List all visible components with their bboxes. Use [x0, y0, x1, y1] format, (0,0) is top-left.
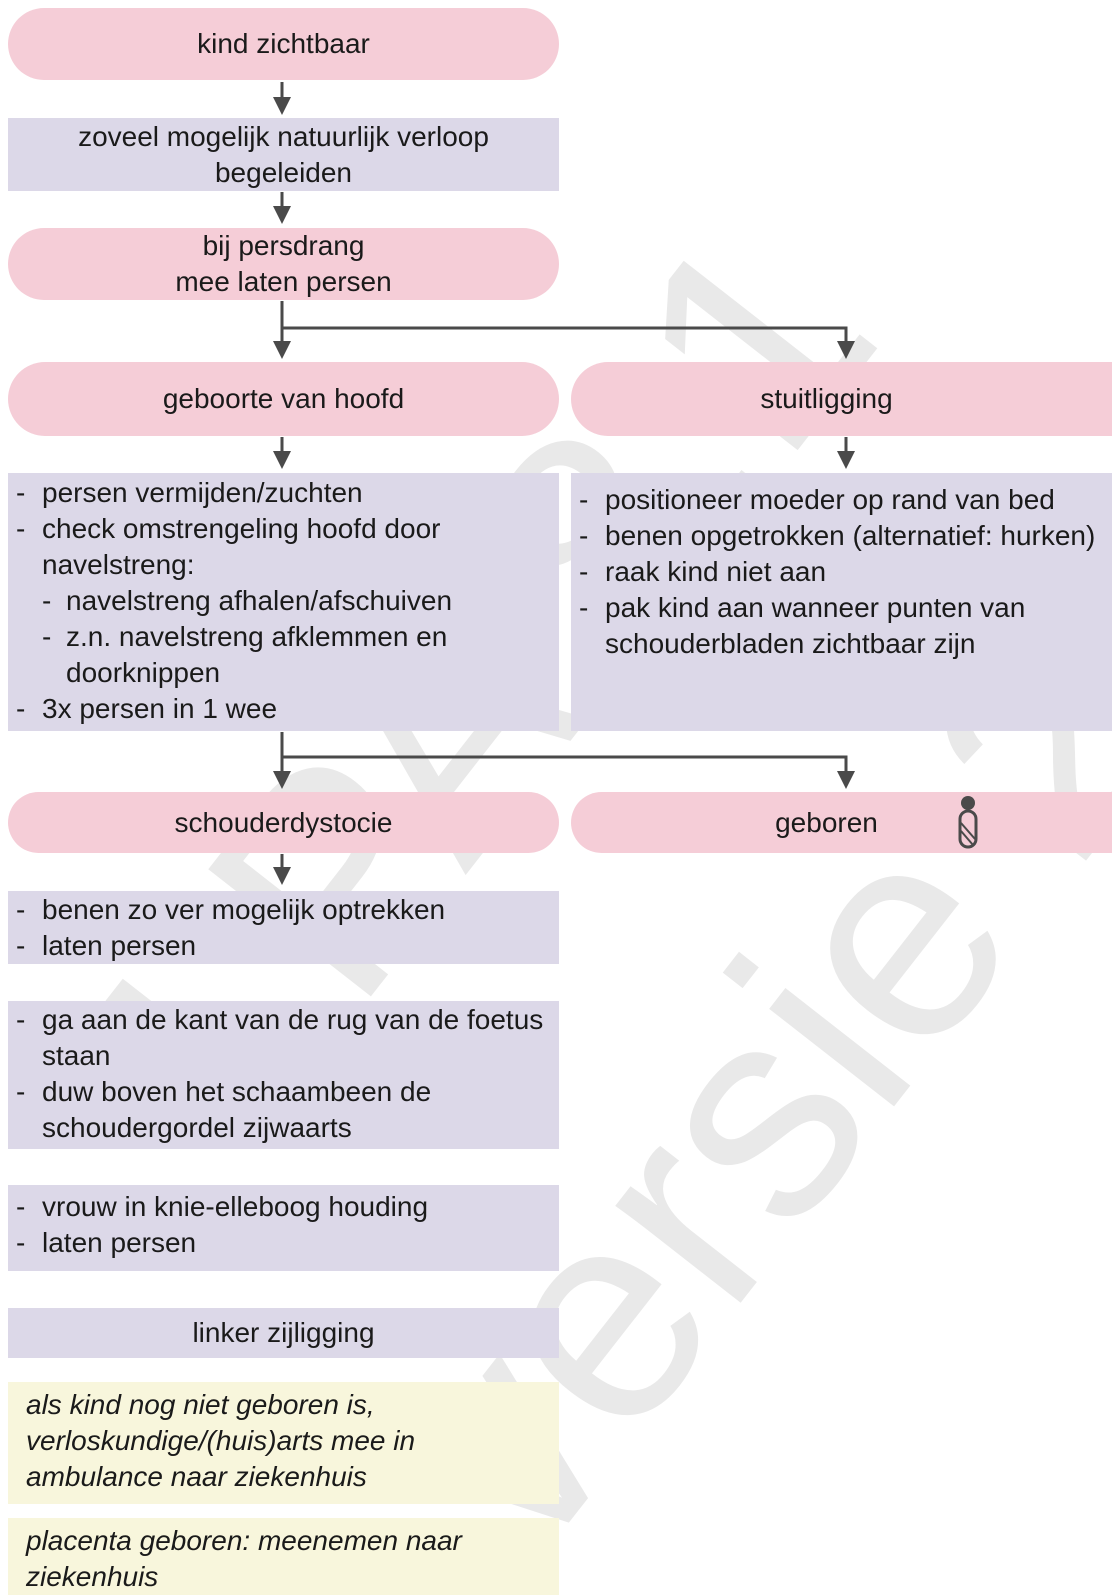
list-item: laten persen	[16, 1225, 559, 1261]
list-item: laten persen	[16, 928, 559, 964]
list-item: raak kind niet aan	[579, 554, 1112, 590]
list-item: positioneer moeder op rand van bed	[579, 482, 1112, 518]
stuit-actions: positioneer moeder op rand van bed benen…	[571, 473, 1112, 731]
list-item: persen vermijden/zuchten	[16, 475, 559, 511]
list-item: pak kind aan wanneer punten van schouder…	[579, 590, 1112, 662]
note-placenta: placenta geboren: meenemen naar ziekenhu…	[8, 1518, 559, 1595]
hoofd-actions: persen vermijden/zuchten check omstrenge…	[8, 473, 559, 731]
step-persdrang: bij persdrang mee laten persen	[8, 228, 559, 300]
arrow-4	[282, 326, 855, 359]
step-stuitligging: stuitligging	[571, 362, 1112, 436]
list-item: vrouw in knie-elleboog houding	[16, 1189, 559, 1225]
baby-icon	[958, 796, 978, 849]
dystocie-actions-1: benen zo ver mogelijk optrekken laten pe…	[8, 891, 559, 964]
list-item: navelstreng afhalen/afschuiven	[42, 583, 559, 619]
dystocie-actions-3: vrouw in knie-elleboog houding laten per…	[8, 1185, 559, 1271]
list-item: benen opgetrokken (alternatief: hurken)	[579, 518, 1112, 554]
arrow-8	[282, 755, 855, 789]
list-item: check omstrengeling hoofd door navelstre…	[16, 511, 559, 691]
step-natuurlijk-verloop: zoveel mogelijk natuurlijk verloop begel…	[8, 118, 559, 191]
step-geboorte-hoofd: geboorte van hoofd	[8, 362, 559, 436]
list-item: 3x persen in 1 wee	[16, 691, 559, 727]
list-item: ga aan de kant van de rug van de foetus …	[16, 1002, 559, 1074]
dystocie-actions-2: ga aan de kant van de rug van de foetus …	[8, 1001, 559, 1149]
step-kind-zichtbaar: kind zichtbaar	[8, 8, 559, 80]
list-item: benen zo ver mogelijk optrekken	[16, 892, 559, 928]
step-geboren: geboren	[571, 792, 1112, 853]
list-item: duw boven het schaambeen de schoudergord…	[16, 1074, 559, 1146]
step-linker-zijligging: linker zijligging	[8, 1308, 559, 1358]
step-schouderdystocie: schouderdystocie	[8, 792, 559, 853]
note-ambulance: als kind nog niet geboren is, verloskund…	[8, 1382, 559, 1504]
list-item: z.n. navelstreng afklemmen en doorknippe…	[42, 619, 559, 691]
